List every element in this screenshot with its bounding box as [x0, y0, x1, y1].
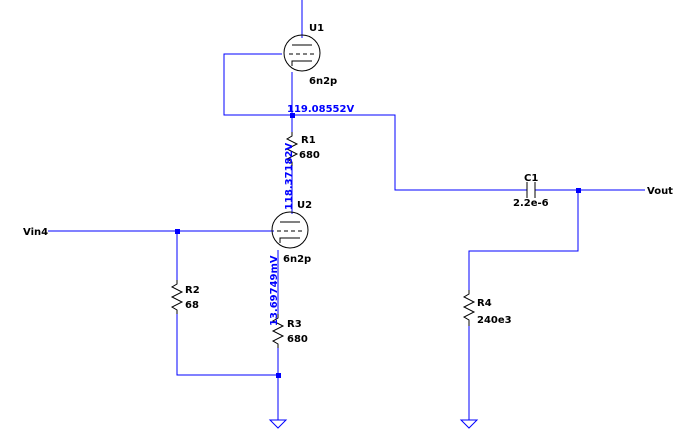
u2-cathode-voltage-label: 13.69749mV — [269, 255, 280, 326]
vout-net-label[interactable]: Vout — [647, 186, 673, 197]
r1-resistor-icon[interactable] — [285, 132, 299, 166]
u2-ref-label: U2 — [297, 200, 312, 211]
r3-value-label: 680 — [287, 334, 308, 345]
u2-plate-voltage-label: 118.37182V — [284, 143, 295, 210]
u1-value-label: 6n2p — [309, 76, 337, 87]
vin-net-label[interactable]: Vin4 — [23, 227, 48, 238]
u2-triode-icon[interactable] — [271, 211, 309, 249]
wires — [48, 0, 645, 420]
r2-resistor-icon[interactable] — [170, 280, 184, 314]
u2-value-label: 6n2p — [283, 254, 311, 265]
r4-ref-label: R4 — [477, 298, 492, 309]
r3-resistor-icon[interactable] — [271, 314, 285, 348]
junction-dot — [290, 113, 295, 118]
wire-r2-bottom[interactable] — [176, 314, 278, 376]
ground-icon — [459, 419, 479, 429]
r1-ref-label: R1 — [301, 135, 316, 146]
u1-ref-label: U1 — [309, 23, 324, 34]
u1-cathode-voltage-label: 119.08552V — [287, 104, 354, 115]
junction-dot — [175, 229, 180, 234]
junctions — [175, 113, 581, 378]
wire-node-to-c1[interactable] — [292, 114, 527, 191]
r3-ref-label: R3 — [287, 319, 302, 330]
r2-ref-label: R2 — [185, 285, 200, 296]
r4-resistor-icon[interactable] — [462, 290, 476, 326]
wire-vout-to-r4[interactable] — [468, 190, 579, 290]
r1-value-label: 680 — [299, 150, 320, 161]
u1-triode-icon[interactable] — [283, 34, 321, 72]
ground-icon — [268, 419, 288, 429]
wire-u1-grid-loop[interactable] — [223, 53, 292, 116]
c1-ref-label: C1 — [524, 173, 538, 184]
r2-value-label: 68 — [185, 300, 199, 311]
junction-dot — [576, 188, 581, 193]
c1-capacitor-icon[interactable] — [526, 182, 536, 198]
junction-dot — [276, 373, 281, 378]
c1-value-label: 2.2e-6 — [513, 198, 549, 209]
r4-value-label: 240e3 — [477, 315, 512, 326]
